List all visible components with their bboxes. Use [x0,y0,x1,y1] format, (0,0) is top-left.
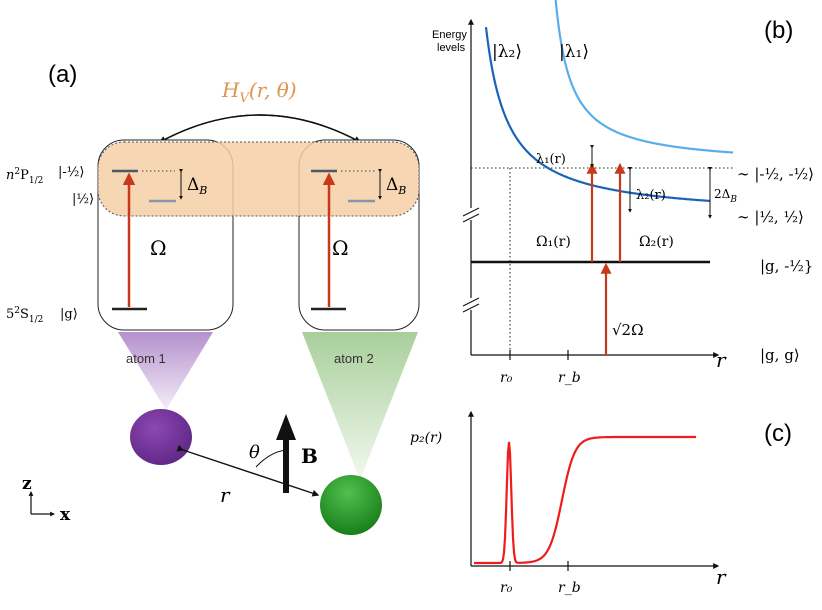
state-minus-half: |-½⟩ [58,165,84,180]
interaction-label: HV(r, θ) [221,78,297,106]
axis-break-upper-a [462,207,480,217]
axis-break-gap-upper [464,208,478,220]
atom1-label: atom 1 [126,351,166,366]
lambda1-r-label: λ₁(r) [536,152,566,167]
omega2-label: Ω₂(r) [639,234,674,250]
panel-c-tick-r0-label: r₀ [500,580,513,596]
axis-break-gap-lower [464,298,478,310]
atom1-omega: Ω [150,236,167,260]
lambda2-curve [484,26,710,202]
theta-label: θ [249,442,260,463]
atom2-deltab: ΔB [386,175,406,197]
panel-c-tick-rb-label: r_b [558,580,581,596]
axis-break-upper-b [462,213,480,223]
panel-a-label: (a) [48,61,77,88]
axis-break-lower-a [462,297,480,307]
p2-curve [474,435,696,565]
axis-break-lower-b [462,303,480,313]
panel-c-x-axis-label: r [716,565,727,589]
panel-b-x-axis-label: r [716,348,727,372]
atom2-omega: Ω [332,236,349,260]
panel-a: (a) HV(r, θ) ΔB Ω ΔB Ω [6,61,420,535]
two-deltab-label: 2ΔB [714,187,737,205]
panel-b-label: (b) [764,17,793,44]
state-lower-label: ∼ |½, ½⟩ [737,208,804,226]
state-gs: 52S1/2 [6,306,43,325]
panel-c-label: (c) [764,420,792,447]
state-g: |g⟩ [60,307,78,322]
interaction-label-sub: V [239,91,250,106]
atom1 [130,409,192,465]
state-g-minus-label: |g, -½} [760,257,813,275]
distance-r-arrow [176,444,320,497]
lambda1-curve [554,0,733,154]
atom2 [320,475,382,535]
interaction-label-rest: (r, θ) [249,78,297,102]
panel-b: (b) Energy levels |λ₂⟩ |λ₁⟩ λ₁(r) [432,0,814,386]
panel-b-tick-r0-label: r₀ [500,370,513,386]
b-field-arrowhead [276,414,296,440]
lambda1-state-label: |λ₁⟩ [559,42,589,62]
lambda2-state-label: |λ₂⟩ [492,42,522,62]
sqrt2omega-label: √2Ω [612,321,644,339]
lambda2-r-label: λ₂(r) [636,188,666,203]
state-upper-label: ∼ |-½, -½⟩ [737,165,814,183]
energy-label-line1: Energy [432,29,467,41]
panel-c-y-label: p₂(r) [410,430,442,446]
atom1-cone [118,332,213,410]
atom2-cone [302,332,418,480]
panel-c: (c) p₂(r) r₀ r_b r [410,410,792,596]
panel-b-tick-rb-label: r_b [558,370,581,386]
energy-label-line2: levels [437,42,466,54]
interaction-highlight [97,141,420,217]
b-field-label: B [301,444,318,468]
state-gg-label: |g, g⟩ [760,346,800,364]
axis-z-label: z [22,474,32,494]
theta-arc [255,449,287,468]
distance-r-label: r [220,483,231,507]
state-plus-half: |½⟩ [72,192,94,207]
state-np: n2P1/2 [6,167,43,186]
interaction-arrow-right [159,114,362,143]
atom2-label: atom 2 [334,351,374,366]
atom1-deltab: ΔB [187,175,207,197]
omega1-label: Ω₁(r) [536,234,571,250]
axis-x-label: x [60,505,71,525]
interaction-label-main: H [221,78,240,102]
